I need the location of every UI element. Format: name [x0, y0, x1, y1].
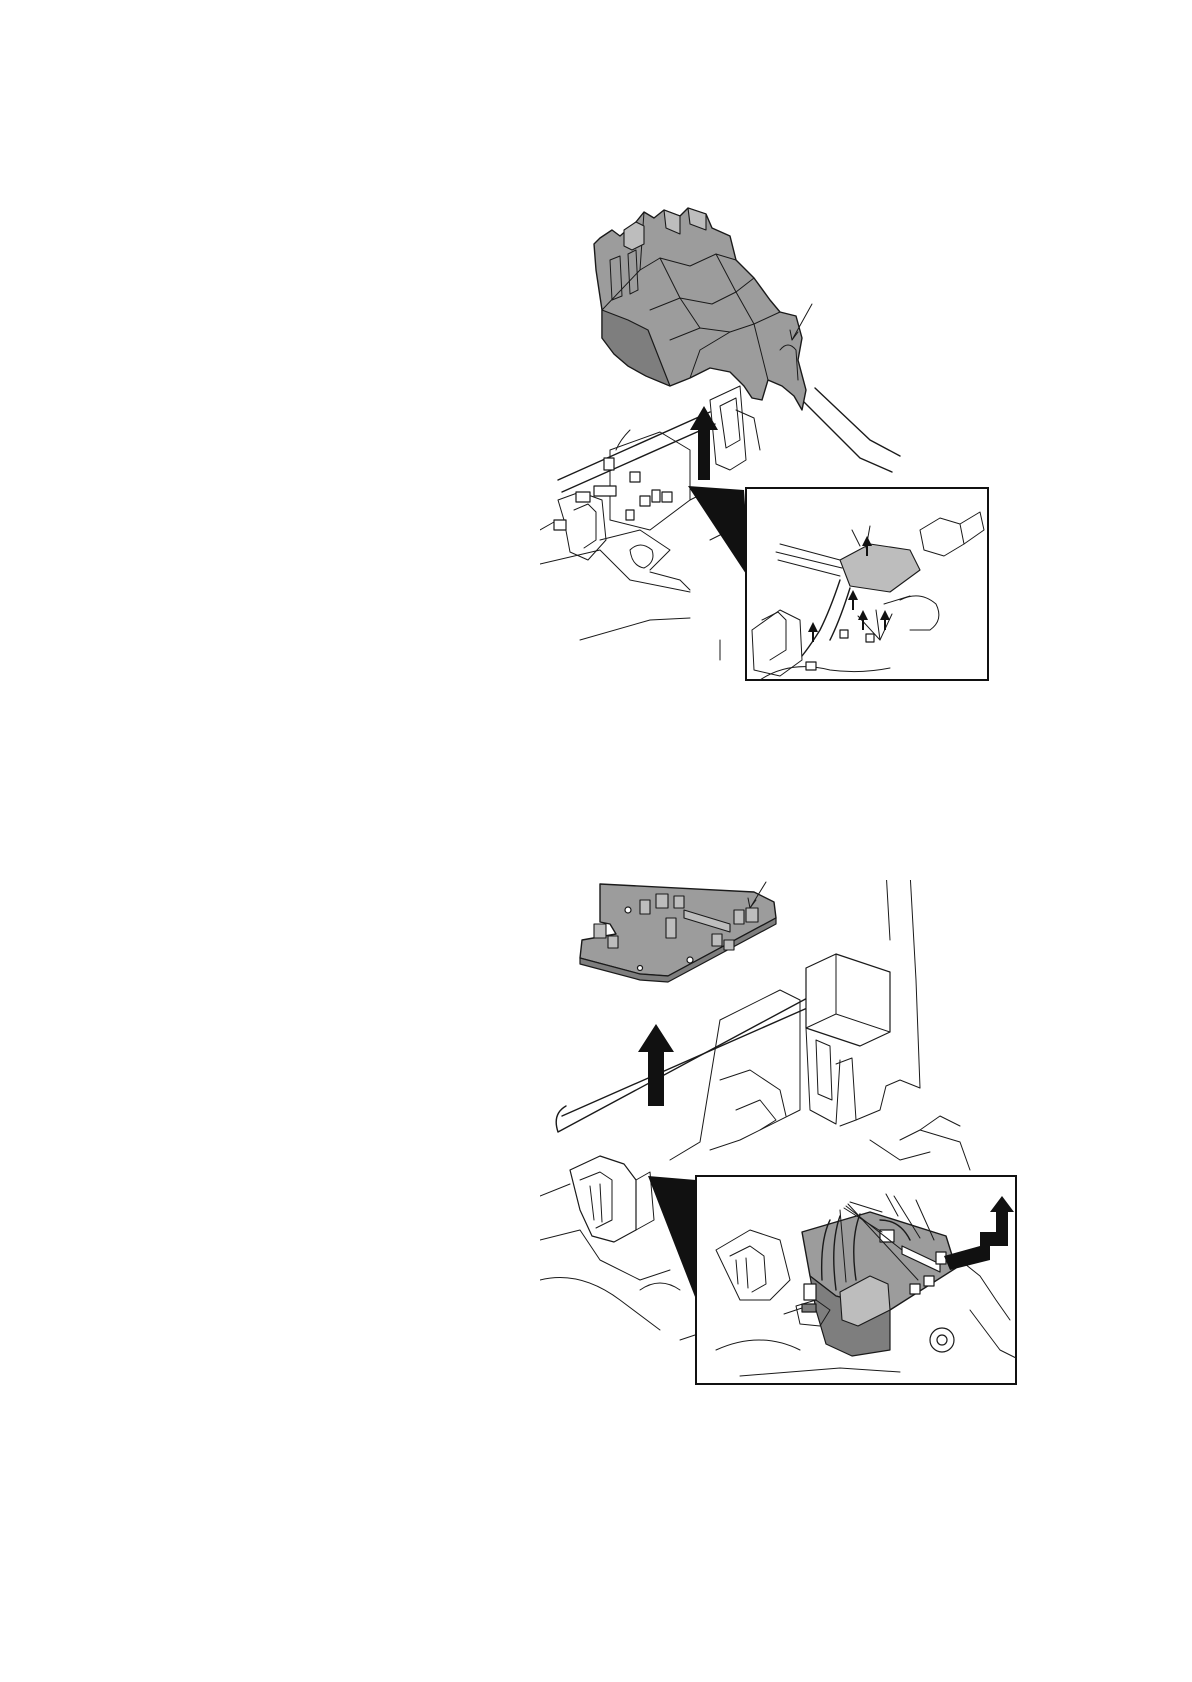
inset-2-connector-4 [924, 1276, 934, 1286]
connector-2 [630, 472, 640, 482]
inset-2-connector-5 [910, 1284, 920, 1294]
board-connector-3 [674, 896, 684, 908]
figure-2-illustration [540, 880, 1100, 1440]
board-mount-area [610, 432, 690, 530]
guide-plate-slot [720, 398, 740, 448]
connector-9 [554, 520, 566, 530]
board-mount-hole-3 [638, 966, 643, 971]
inset-2-connector-3 [936, 1252, 946, 1264]
inset-1-connector-1 [840, 630, 848, 638]
board-connector-9 [594, 924, 606, 938]
figure-2-board-removal [540, 880, 1100, 1440]
connector-1 [604, 458, 614, 470]
frame2-edge-top-inner [562, 998, 830, 1116]
board-connector-5 [734, 910, 744, 924]
figure-1-illustration [540, 200, 1100, 760]
board-lift-arrow [638, 1024, 674, 1106]
frame-edge-right [798, 396, 892, 472]
connector-8 [626, 510, 634, 520]
zoom-cone [688, 486, 750, 580]
frame2-right-post-2 [910, 880, 920, 1088]
frame2-right-post [886, 880, 890, 940]
frame2-right-stair-3 [920, 1116, 960, 1130]
frame2-right-stair-2 [870, 1140, 930, 1160]
connector-4 [594, 486, 616, 496]
frame2-right-step [856, 1080, 920, 1120]
base-floor-line [540, 550, 690, 592]
base-rail-1 [600, 530, 670, 570]
frame2-block-column [806, 1028, 840, 1124]
circuit-board-part [580, 884, 776, 982]
connector-6 [652, 490, 660, 502]
frame2-block-top [806, 954, 890, 1046]
base-hole [630, 545, 653, 568]
board-connector-10 [608, 936, 618, 948]
board-connector-6 [746, 908, 758, 922]
frame2-left-bracket [570, 1156, 636, 1242]
frame2-inner-curve [720, 1070, 786, 1116]
board-connector-2 [656, 894, 668, 908]
frame2-floor-curve [540, 1278, 660, 1331]
board-connector-7 [712, 934, 722, 946]
figure-1-duct-cover-removal [540, 200, 1100, 760]
frame2-left-stub [540, 1184, 570, 1196]
inset-1-connector-2 [866, 634, 874, 642]
base-lower-curve [580, 618, 690, 640]
inset-2-bottom-plug [802, 1304, 816, 1312]
duct-cover-tab-1 [624, 222, 644, 250]
frame2-block-slot [816, 1040, 832, 1100]
inset-1-connector-3 [806, 662, 816, 670]
frame2-floor-bump [640, 1283, 680, 1290]
board-mount-hole-1 [625, 907, 631, 913]
base-left-stub [540, 522, 554, 530]
board-connector-8 [724, 940, 734, 950]
base-bracket-left-inner [574, 504, 596, 548]
duct-cover-part [594, 208, 806, 410]
connector-5 [640, 496, 650, 506]
connector-3 [576, 492, 590, 502]
board-connector-4 [666, 918, 676, 938]
board-mount-hole-2 [687, 957, 693, 963]
frame-edge-top [558, 412, 710, 480]
guide-plate-edge [736, 410, 760, 450]
inset-2-gear-inner [937, 1335, 947, 1345]
inset-2-connector-1 [804, 1284, 816, 1300]
frame-edge-right-inner [815, 388, 900, 456]
base-rail-2 [650, 572, 690, 590]
board-connector-1 [640, 900, 650, 914]
frame2-right-stair-1 [900, 1130, 970, 1170]
connector-7 [662, 492, 672, 502]
